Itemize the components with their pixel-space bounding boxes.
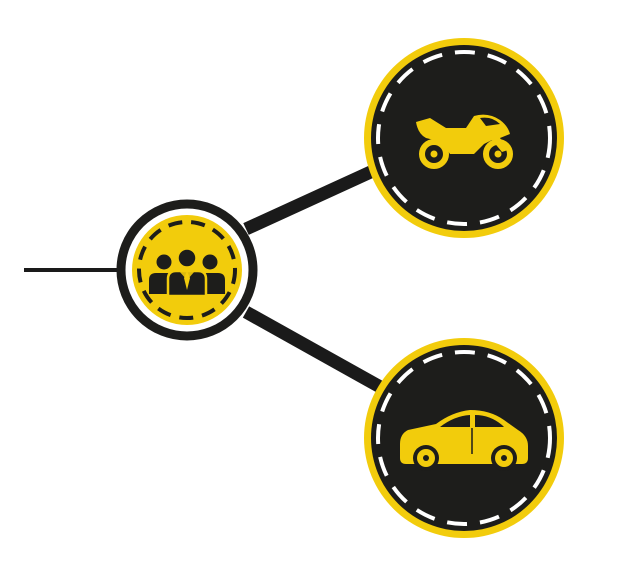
connector-lines bbox=[24, 164, 386, 394]
connector-to-motorcycle bbox=[243, 164, 378, 235]
car-node-dashed-ring bbox=[376, 350, 552, 526]
car-icon bbox=[400, 410, 528, 471]
motorcycle-icon bbox=[416, 114, 513, 169]
people-group-icon bbox=[149, 247, 225, 298]
root-node-dashed-ring bbox=[137, 220, 237, 320]
motorcycle-node bbox=[364, 38, 564, 238]
connector-to-car bbox=[242, 306, 386, 394]
root-node bbox=[116, 199, 258, 341]
car-node bbox=[364, 338, 564, 538]
motorcycle-node-dashed-ring bbox=[376, 50, 552, 226]
